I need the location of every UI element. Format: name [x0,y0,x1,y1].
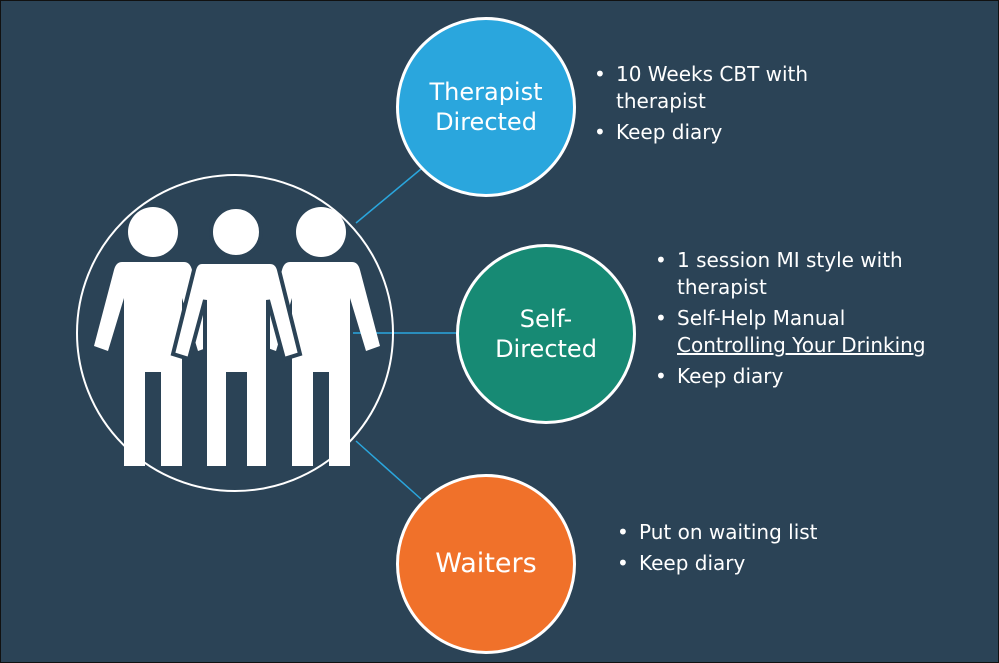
therapist-bullets: 10 Weeks CBT with therapist Keep diary [594,61,874,150]
bullet-item: Keep diary [617,550,897,577]
bullet-item: 10 Weeks CBT with therapist [594,61,874,115]
manual-title: Controlling Your Drinking [677,333,926,357]
bullet-item: Keep diary [655,363,935,390]
self-directed-bullets: 1 session MI style with therapist Self-H… [655,247,935,394]
group-circle [76,174,394,492]
self-directed-circle: Self- Directed [456,244,636,424]
bullet-item: Self-Help Manual Controlling Your Drinki… [655,305,935,359]
bullet-item: Keep diary [594,119,874,146]
bullet-text: Self-Help Manual [677,306,846,330]
therapist-directed-label: Therapist Directed [429,78,543,136]
bullet-item: Put on waiting list [617,519,897,546]
bullet-item: 1 session MI style with therapist [655,247,935,301]
waiters-label: Waiters [435,548,537,580]
self-directed-label: Self- Directed [495,305,597,363]
three-people-icon [94,205,380,470]
therapist-directed-circle: Therapist Directed [396,17,576,197]
connector-therapist [355,168,422,224]
connector-waiters [355,440,422,500]
waiters-circle: Waiters [396,474,576,654]
waiters-bullets: Put on waiting list Keep diary [617,519,897,581]
